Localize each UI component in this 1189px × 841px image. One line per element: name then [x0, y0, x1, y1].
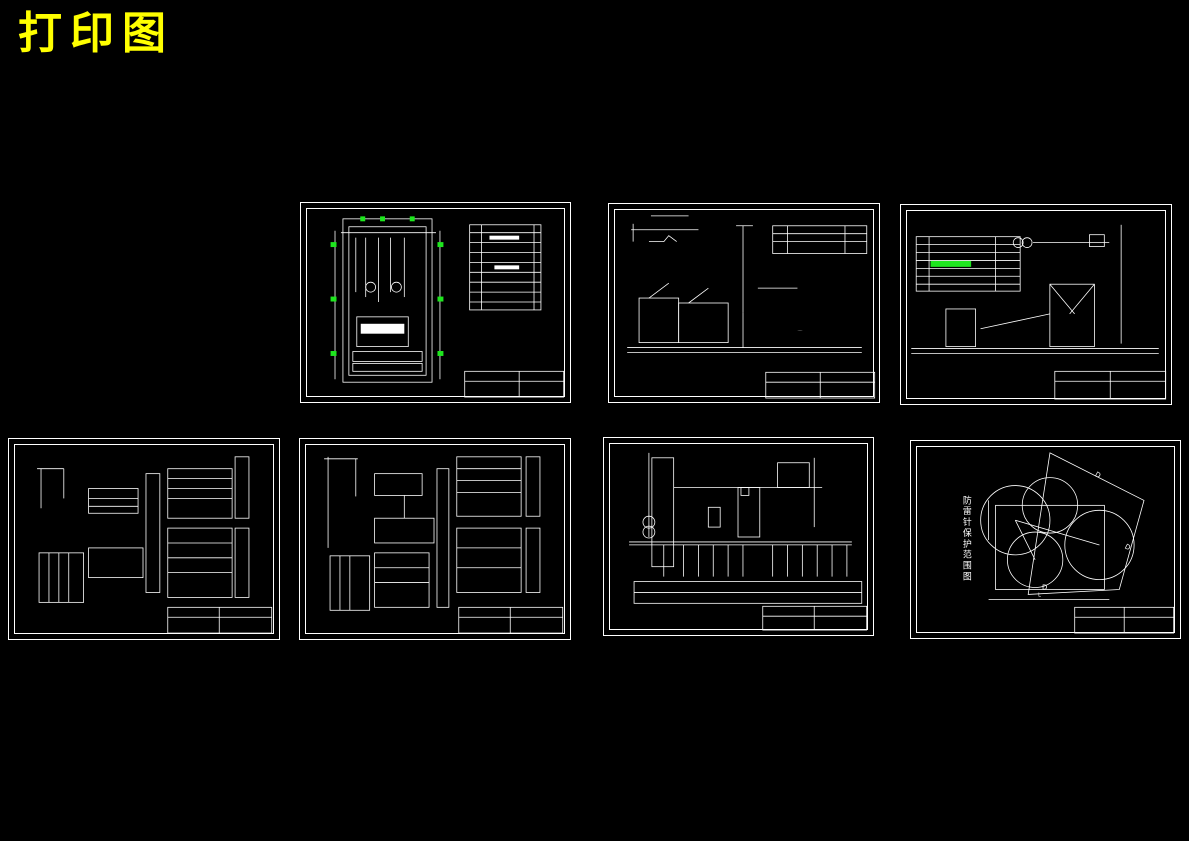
sheet-schematic-2[interactable] — [299, 438, 571, 640]
dimension-label-right: D — [1123, 543, 1131, 553]
sheet-frame — [614, 209, 874, 397]
sheet-frame — [906, 210, 1166, 399]
single-line-drawing — [629, 452, 868, 631]
sheet-section-1[interactable]: .... — [608, 203, 880, 403]
sheet-frame — [14, 444, 274, 634]
lightning-protection-drawing: D D D L 防雷针保护范围图 — [961, 452, 1175, 634]
print-title: 打印图 — [18, 8, 174, 59]
sheet-schematic-1[interactable] — [8, 438, 280, 640]
sheet-single-line[interactable] — [603, 437, 874, 636]
sheet-frame — [305, 444, 565, 634]
section-2-drawing — [911, 224, 1167, 400]
dimension-label-bottom: L — [1038, 592, 1041, 598]
sheet-section-2[interactable] — [900, 204, 1172, 405]
sheet-frame — [916, 446, 1175, 633]
sheet-lightning-protection[interactable]: D D D L 防雷针保护范围图 — [910, 440, 1181, 639]
sheet-frame — [609, 443, 868, 630]
vertical-caption: 防雷针保护范围图 — [961, 494, 971, 582]
section-1-drawing: .... — [627, 215, 876, 399]
sheet-frame — [306, 208, 565, 397]
plan-drawing — [330, 216, 565, 398]
sheet-plan[interactable] — [300, 202, 571, 403]
schematic-2-drawing — [324, 456, 564, 634]
dimension-label-middle: D — [1042, 583, 1047, 591]
schematic-1-drawing — [37, 456, 273, 634]
dimension-label-top: D — [1094, 470, 1102, 480]
svg-text:....: .... — [797, 327, 802, 332]
